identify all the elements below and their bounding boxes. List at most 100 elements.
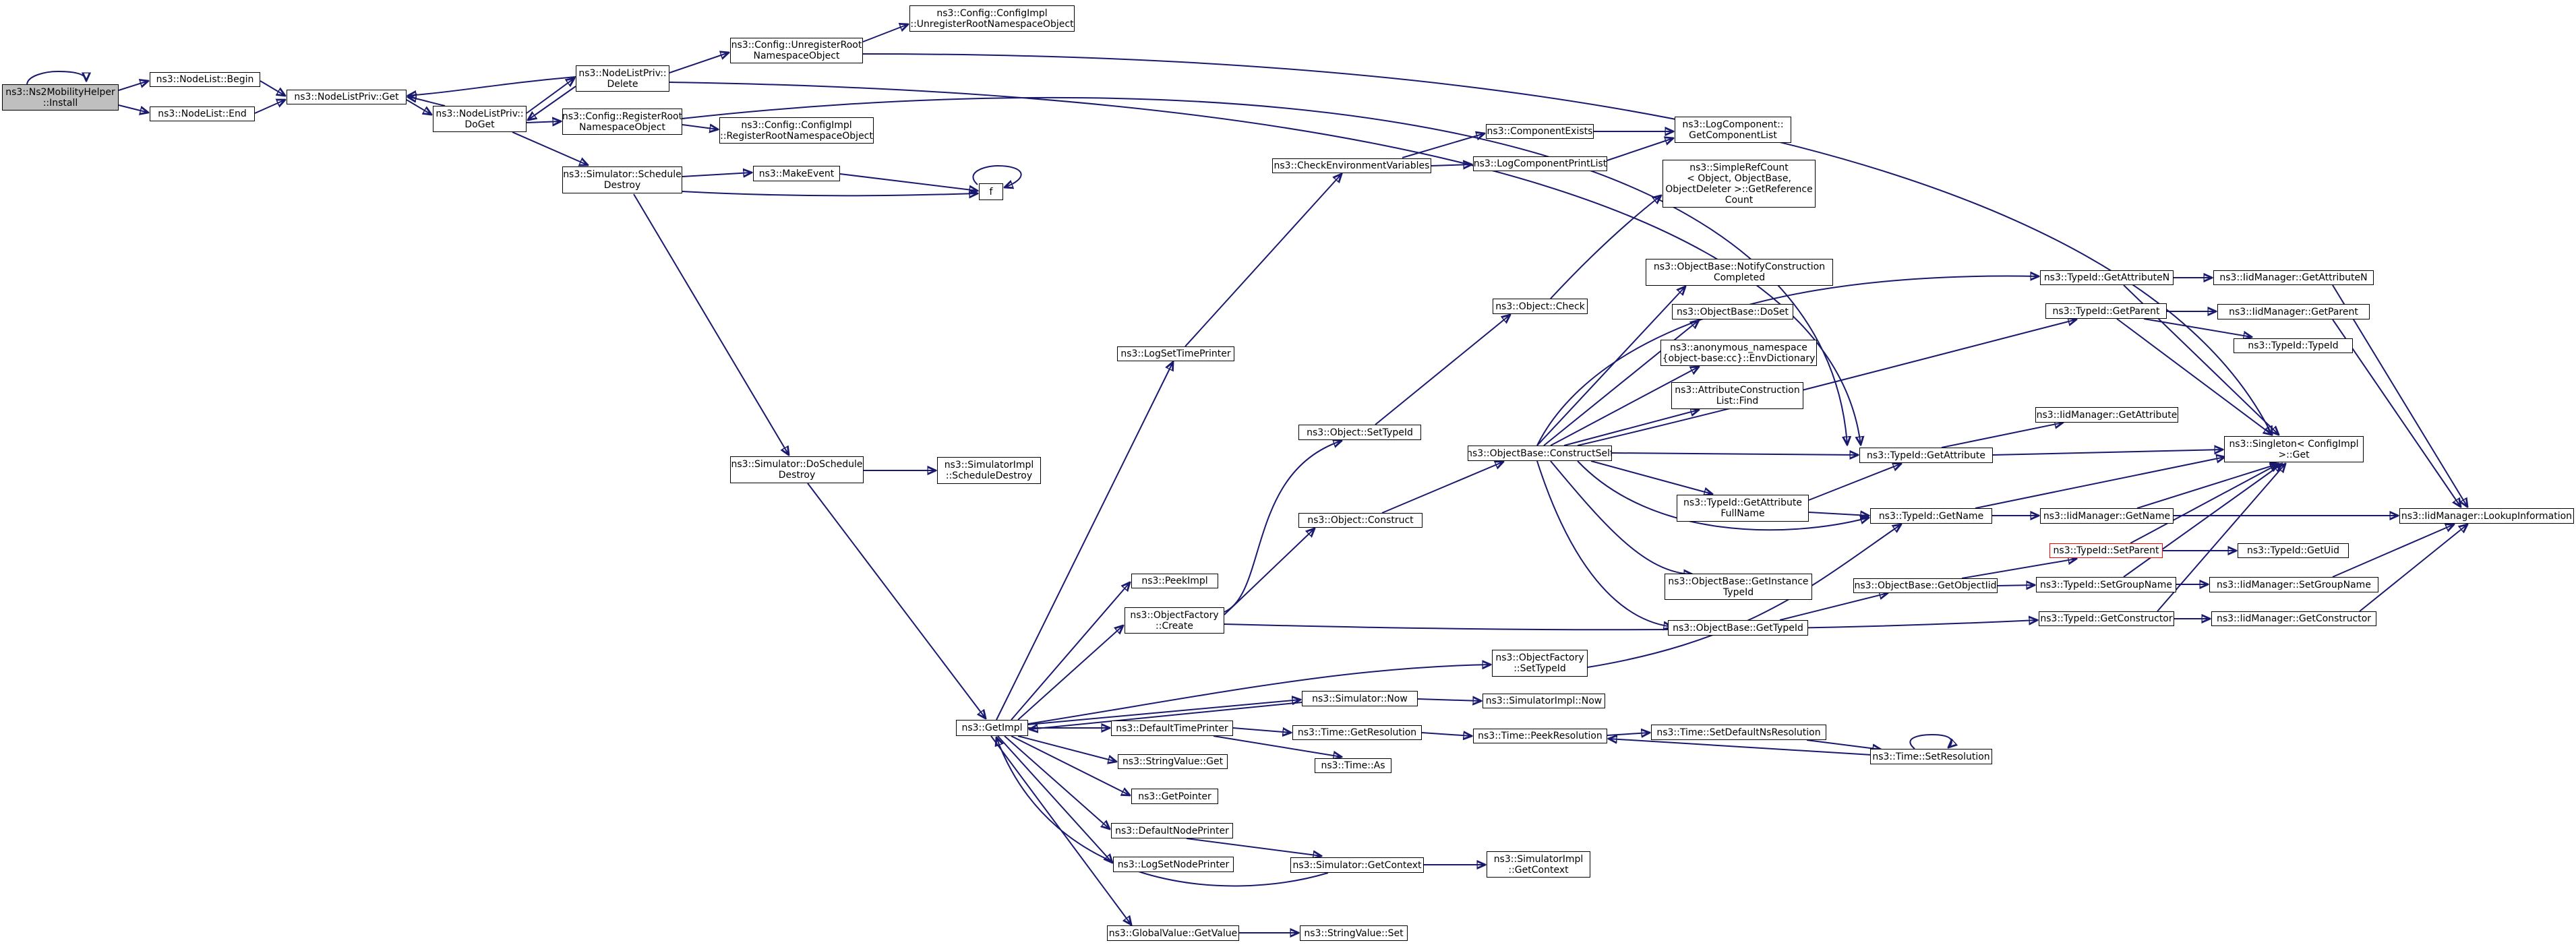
edge-nlp-delete-nlp-doget [528, 86, 576, 120]
node-get-impl[interactable]: ns3::GetImpl [956, 720, 1028, 736]
node-sim-doschedule-destroy[interactable]: ns3::Simulator::DoSchedule Destroy [730, 456, 864, 483]
edge-set-default-ns-set-resolution [1806, 739, 1881, 749]
edge-get-impl-peek-impl [1011, 582, 1130, 721]
edge-tid-get-name-singleton [1975, 457, 2225, 509]
node-anon-env-dictionary[interactable]: ns3::anonymous_namespace {object-base:cc… [1660, 340, 1817, 366]
node-tid-get-uid[interactable]: ns3::TypeId::GetUid [2238, 543, 2349, 558]
node-time-set-default-ns-resolution[interactable]: ns3::Time::SetDefaultNsResolution [1651, 725, 1826, 740]
node-iid-set-group-name[interactable]: ns3::IidManager::SetGroupName [2209, 577, 2378, 592]
node-make-event[interactable]: ns3::MakeEvent [753, 166, 840, 181]
node-singleton-get[interactable]: ns3::Singleton< ConfigImpl >::Get [2224, 436, 2364, 462]
edge-ob-get-object-iid-tid-set-parent [1961, 559, 2076, 579]
node-object-construct[interactable]: ns3::Object::Construct [1298, 513, 1422, 528]
edge-cfg-unreg-cfgimpl-unreg [862, 24, 908, 42]
node-sim-get-context[interactable]: ns3::Simulator::GetContext [1290, 857, 1424, 873]
node-component-exists[interactable]: ns3::ComponentExists [1486, 124, 1594, 139]
node-nl-begin[interactable]: ns3::NodeList::Begin [150, 72, 260, 87]
node-time-as[interactable]: ns3::Time::As [1315, 758, 1391, 773]
node-nlp-doget[interactable]: ns3::NodeListPriv:: DoGet [433, 106, 527, 132]
edge-construct-self-get-instance [1550, 460, 1692, 574]
node-get-pointer[interactable]: ns3::GetPointer [1131, 789, 1218, 804]
node-object-set-type-id[interactable]: ns3::Object::SetTypeId [1298, 425, 1421, 440]
edge-nlp-doget-sim-sched [512, 131, 588, 165]
node-tid-get-attribute-full-name[interactable]: ns3::TypeId::GetAttribute FullName [1677, 495, 1809, 522]
node-attr-construction-list-find[interactable]: ns3::AttributeConstruction List::Find [1671, 382, 1803, 409]
edge-construct-self-tid-get-attr-full [1590, 460, 1712, 494]
edge-cfg-reg-cfgimpl-reg [682, 125, 718, 129]
edge-sim-sched-f [682, 191, 978, 195]
node-iid-get-name[interactable]: ns3::IidManager::GetName [2040, 508, 2174, 524]
node-log-set-time-printer[interactable]: ns3::LogSetTimePrinter [1117, 346, 1234, 361]
edge-object-construct-construct-self [1381, 462, 1503, 514]
node-string-value-set[interactable]: ns3::StringValue::Set [1300, 925, 1408, 941]
node-of-create[interactable]: ns3::ObjectFactory ::Create [1125, 607, 1224, 634]
node-f[interactable]: f [979, 183, 1003, 200]
node-time-set-resolution[interactable]: ns3::Time::SetResolution [1870, 749, 1992, 764]
edge-sim-get-context-get-impl [996, 737, 1329, 887]
node-tid-get-name[interactable]: ns3::TypeId::GetName [1870, 508, 1992, 524]
edge-set-resolution-peek-res [1609, 739, 1872, 756]
node-simimpl-schedule-destroy[interactable]: ns3::SimulatorImpl ::ScheduleDestroy [937, 457, 1041, 484]
node-cfg-reg[interactable]: ns3::Config::RegisterRoot NamespaceObjec… [562, 109, 682, 135]
node-ob-construct-self[interactable]: ns3::ObjectBase::ConstructSelf [1468, 446, 1612, 461]
node-check-env-vars[interactable]: ns3::CheckEnvironmentVariables [1272, 158, 1431, 173]
node-iid-get-attribute[interactable]: ns3::IidManager::GetAttribute [2035, 407, 2178, 423]
edge-default-time-time-as [1213, 735, 1342, 757]
node-ob-get-instance-type-id[interactable]: ns3::ObjectBase::GetInstance TypeId [1665, 574, 1812, 600]
node-ob-get-object-iid[interactable]: ns3::ObjectBase::GetObjectIid [1853, 578, 1998, 593]
edge-check-env-log-print-list [1431, 164, 1472, 166]
node-default-time-printer[interactable]: ns3::DefaultTimePrinter [1111, 721, 1233, 736]
node-string-value-get[interactable]: ns3::StringValue::Get [1118, 754, 1228, 769]
edge-default-time-get-resolution [1232, 728, 1291, 733]
node-log-component-get-list[interactable]: ns3::LogComponent:: GetComponentList [1675, 117, 1791, 143]
node-log-set-node-printer[interactable]: ns3::LogSetNodePrinter [1113, 857, 1234, 872]
node-iid-get-parent[interactable]: ns3::IidManager::GetParent [2217, 304, 2370, 319]
node-cfgimpl-reg[interactable]: ns3::Config::ConfigImpl ::RegisterRootNa… [719, 117, 874, 144]
node-nlp-get[interactable]: ns3::NodeListPriv::Get [287, 90, 407, 104]
node-simple-ref-count[interactable]: ns3::SimpleRefCount < Object, ObjectBase… [1663, 160, 1816, 208]
edge-iid-get-parent-lookup [2332, 319, 2461, 507]
node-of-set-type-id[interactable]: ns3::ObjectFactory ::SetTypeId [1492, 650, 1588, 677]
node-peek-impl[interactable]: ns3::PeekImpl [1131, 574, 1218, 588]
edge-object-set-type-id-object-check [1375, 315, 1510, 425]
edge-nlp-doget-construct-long [682, 96, 1847, 445]
node-simimpl-now[interactable]: ns3::SimulatorImpl::Now [1482, 694, 1605, 708]
node-nl-end[interactable]: ns3::NodeList::End [150, 106, 255, 121]
edge-nlp-doget-cfg-reg [526, 121, 561, 123]
node-iid-get-constructor[interactable]: ns3::IidManager::GetConstructor [2211, 611, 2376, 626]
edge-iid-set-group-lookup [2332, 524, 2454, 578]
node-cfg-unreg[interactable]: ns3::Config::UnregisterRoot NamespaceObj… [730, 38, 863, 63]
edge-nlp-delete-nlp-get [408, 76, 576, 96]
node-time-get-resolution[interactable]: ns3::Time::GetResolution [1292, 725, 1422, 740]
node-nlp-delete[interactable]: ns3::NodeListPriv:: Delete [576, 65, 669, 92]
node-tid-get-constructor[interactable]: ns3::TypeId::GetConstructor [2039, 611, 2174, 626]
node-time-peek-resolution[interactable]: ns3::Time::PeekResolution [1473, 729, 1607, 743]
node-object-check[interactable]: ns3::Object::Check [1493, 299, 1588, 314]
node-global-value-get-value[interactable]: ns3::GlobalValue::GetValue [1107, 925, 1239, 941]
edge-ob-get-object-iid-tid-set-group [1997, 585, 2035, 586]
node-ob-doset[interactable]: ns3::ObjectBase::DoSet [1672, 304, 1793, 319]
node-tid-get-attribute[interactable]: ns3::TypeId::GetAttribute [1859, 448, 1993, 463]
node-sim-now[interactable]: ns3::Simulator::Now [1302, 691, 1418, 706]
node-tid-get-attribute-n[interactable]: ns3::TypeId::GetAttributeN [2040, 270, 2174, 285]
edge-install-nl-end [118, 104, 148, 113]
node-tid-typeid[interactable]: ns3::TypeId::TypeId [2234, 338, 2353, 353]
edge-sim-now-get-impl [1029, 702, 1302, 729]
node-tid-get-parent[interactable]: ns3::TypeId::GetParent [2045, 303, 2167, 319]
edge-log-print-list-get-list [1607, 138, 1673, 161]
edge-construct-self-tid-get-parent [1577, 319, 2076, 446]
node-sim-schedule-destroy[interactable]: ns3::Simulator::Schedule Destroy [562, 166, 682, 193]
node-tid-set-parent[interactable]: ns3::TypeId::SetParent [2049, 543, 2163, 558]
node-default-node-printer[interactable]: ns3::DefaultNodePrinter [1111, 823, 1233, 838]
edge-log-set-time-check-env [1185, 174, 1342, 347]
node-tid-set-group-name[interactable]: ns3::TypeId::SetGroupName [2036, 577, 2176, 592]
node-ob-get-type-id[interactable]: ns3::ObjectBase::GetTypeId [1668, 620, 1808, 636]
node-iid-lookup-information[interactable]: ns3::IidManager::LookupInformation [2399, 508, 2574, 524]
node-log-component-print-list[interactable]: ns3::LogComponentPrintList [1473, 156, 1607, 171]
node-iid-get-attribute-n[interactable]: ns3::IidManager::GetAttributeN [2213, 270, 2374, 285]
node-cfgimpl-unreg[interactable]: ns3::Config::ConfigImpl ::UnregisterRoot… [909, 5, 1075, 32]
node-ob-notify-construction[interactable]: ns3::ObjectBase::NotifyConstruction Comp… [1646, 259, 1833, 286]
node-install[interactable]: ns3::Ns2MobilityHelper ::Install [2, 84, 119, 111]
node-simimpl-get-context[interactable]: ns3::SimulatorImpl ::GetContext [1487, 851, 1590, 878]
edge-tid-set-group-singleton [2123, 464, 2282, 578]
